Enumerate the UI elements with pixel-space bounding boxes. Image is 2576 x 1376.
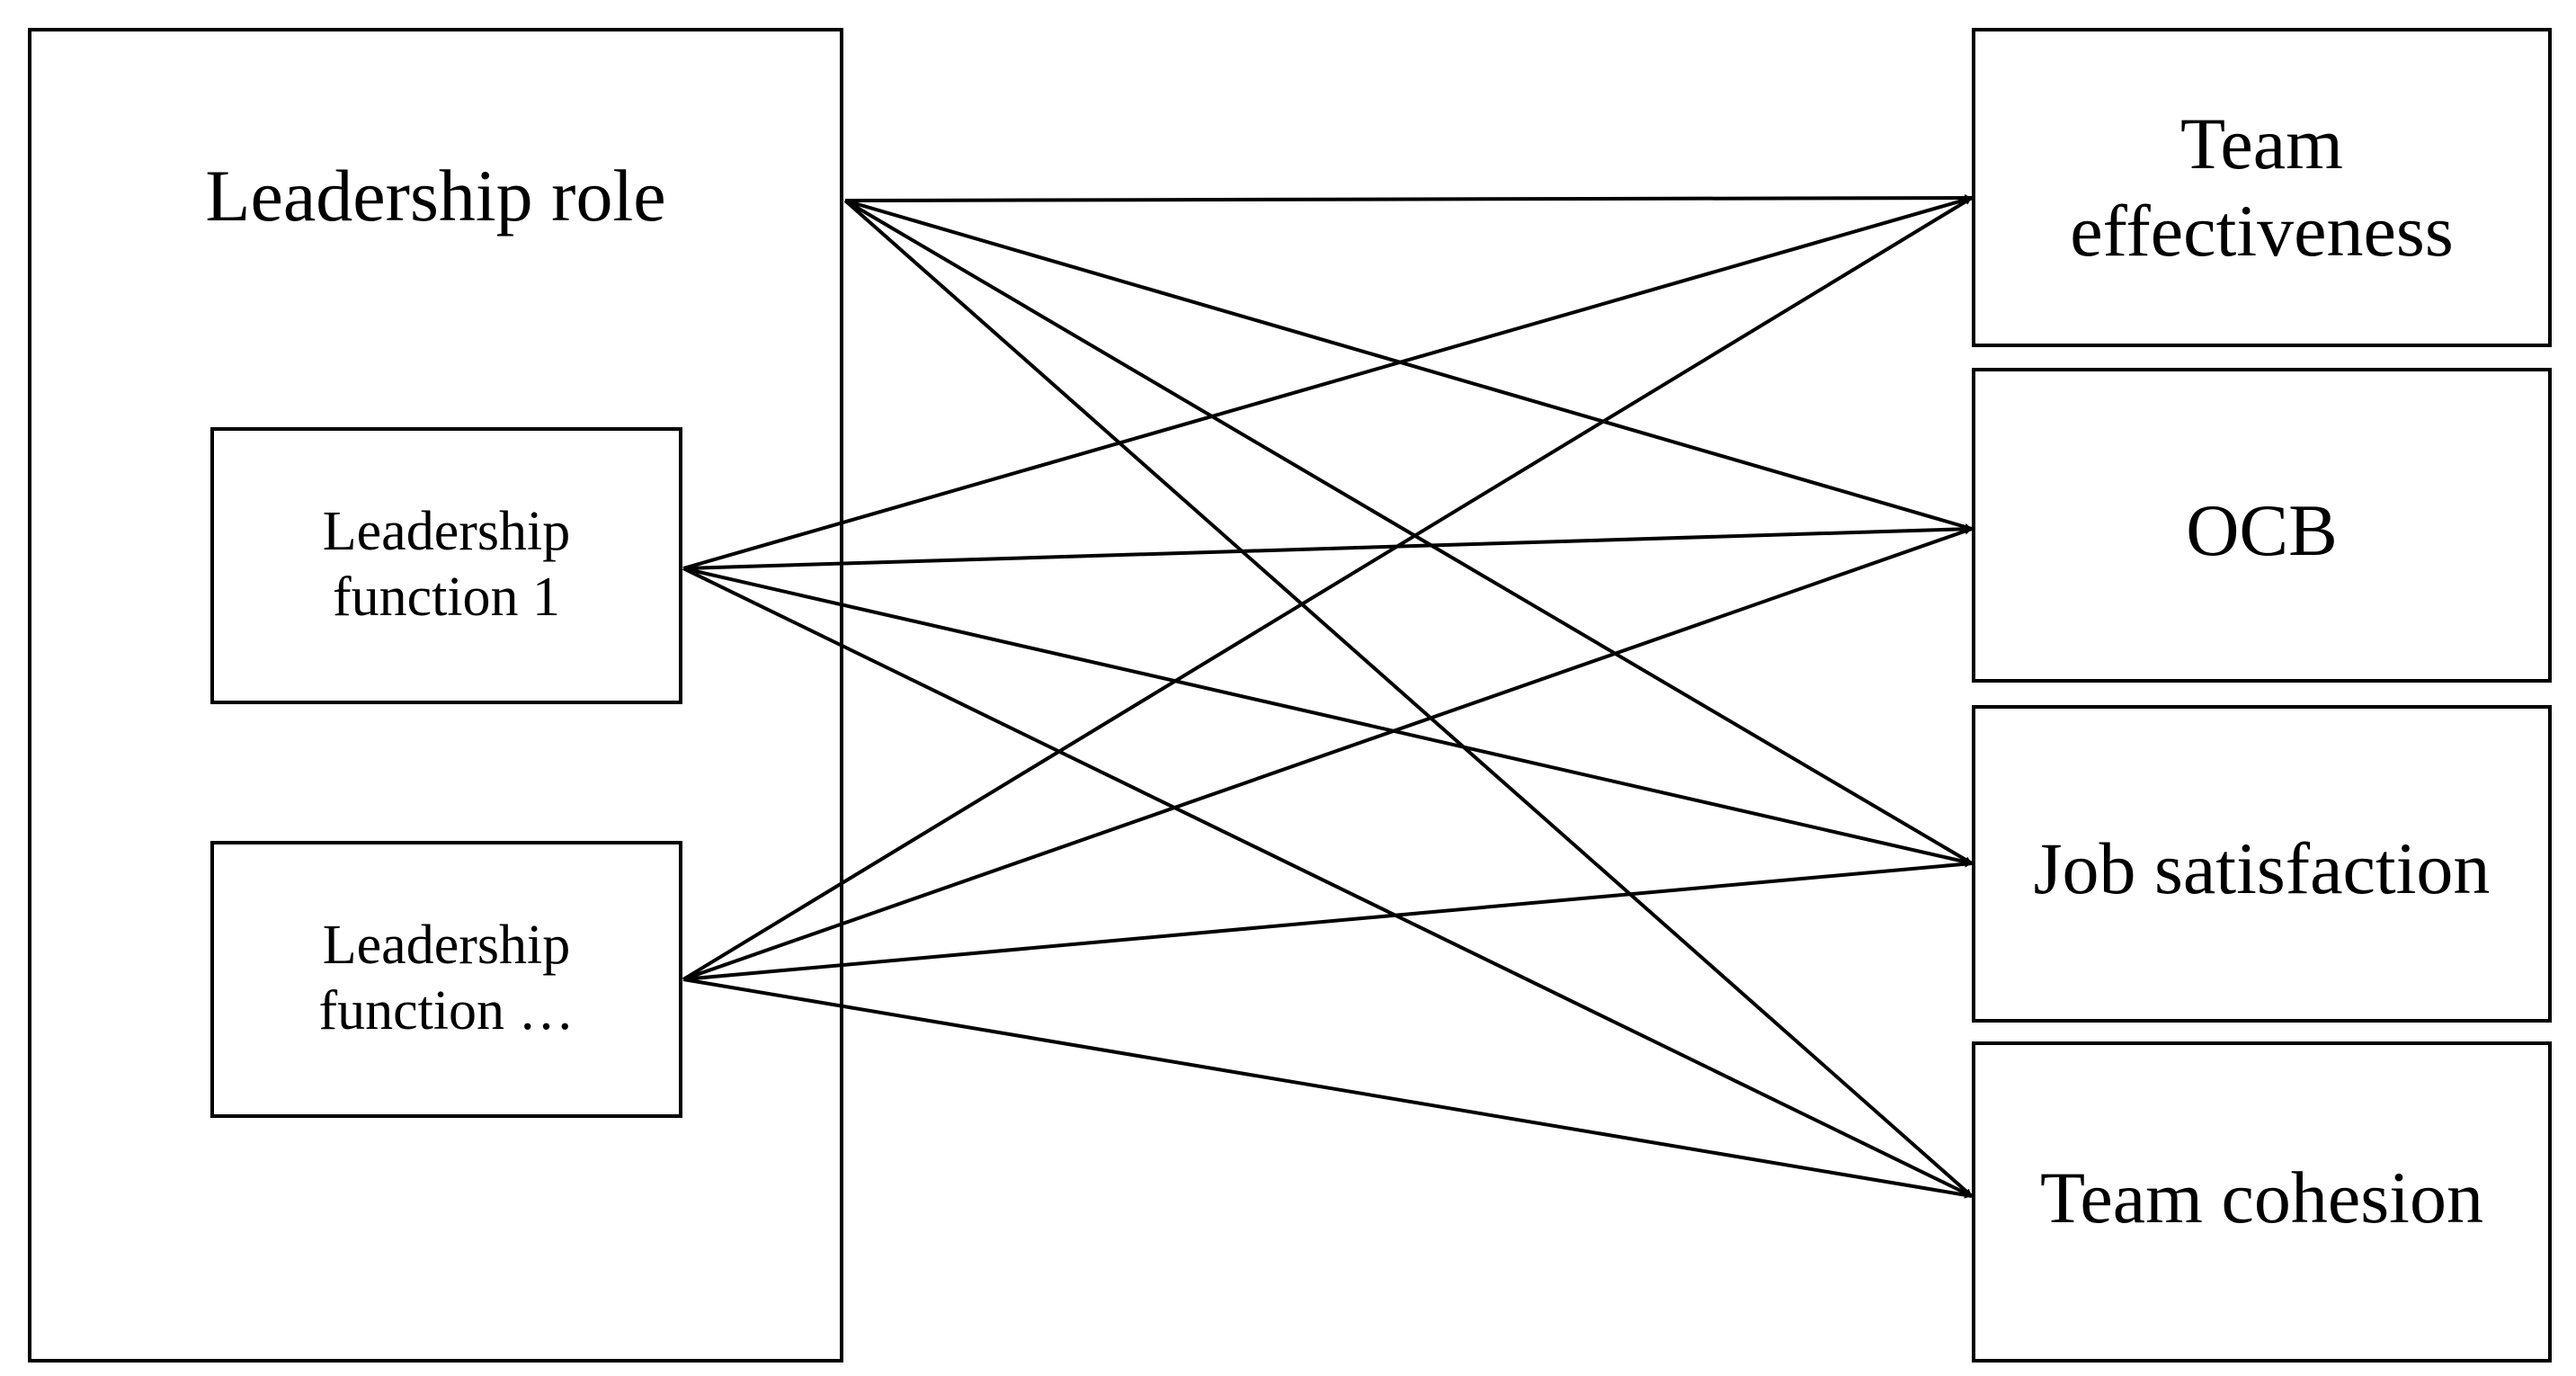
arrow-leadership-role-to-ocb	[844, 199, 1973, 531]
leadership-function-1-label: Leadership function 1	[210, 499, 682, 630]
outcome-team-cohesion-label-line: Team cohesion	[2040, 1157, 2483, 1238]
outcome-job-satisfaction-box	[1972, 705, 2552, 1023]
outcome-team-effectiveness-label-line: Team	[2180, 103, 2343, 184]
outcome-job-satisfaction-label-line: Job satisfaction	[2033, 827, 2491, 909]
outcome-team-cohesion-label: Team cohesion	[1972, 1155, 2552, 1242]
arrow-group	[682, 194, 1974, 1199]
leadership-function-1-label-line: Leadership	[322, 501, 571, 562]
leadership-function-n-box	[210, 841, 682, 1118]
outcome-team-effectiveness-label-line: effectiveness	[2070, 189, 2454, 272]
arrow-leadership-function-n-to-team-cohesion	[682, 978, 1973, 1199]
outcome-ocb-box	[1972, 368, 2552, 683]
arrow-leadership-function-1-to-job-satisfaction	[682, 567, 1973, 866]
arrow-leadership-role-to-team-effectiveness	[844, 194, 1973, 202]
arrow-leadership-function-n-to-ocb	[682, 527, 1973, 981]
arrow-leadership-function-n-to-job-satisfaction	[682, 860, 1973, 981]
outcome-team-effectiveness-box	[1972, 28, 2552, 347]
outcome-team-effectiveness-label: Team effectiveness	[1972, 101, 2552, 275]
outcome-ocb-label: OCB	[1972, 487, 2552, 575]
arrow-leadership-function-n-to-team-effectiveness	[682, 196, 1974, 981]
arrow-leadership-function-1-to-team-effectiveness	[682, 196, 1973, 570]
outcome-ocb-label-line: OCB	[2186, 489, 2338, 571]
outcome-team-cohesion-box	[1972, 1041, 2552, 1363]
arrow-leadership-function-1-to-ocb	[682, 525, 1973, 570]
leadership-function-n-label-line: Leadership	[322, 915, 571, 976]
leadership-function-n-label: Leadership function …	[210, 913, 682, 1044]
leadership-function-n-label-line: function …	[318, 980, 575, 1042]
leadership-function-1-box	[210, 427, 682, 704]
arrow-leadership-role-to-job-satisfaction	[843, 199, 1974, 865]
leadership-role-box	[28, 28, 843, 1363]
arrow-leadership-function-1-to-team-cohesion	[682, 567, 1973, 1198]
outcome-job-satisfaction-label: Job satisfaction	[1972, 826, 2552, 913]
leadership-function-1-label-line: function 1	[332, 567, 561, 629]
arrow-leadership-role-to-team-cohesion	[843, 199, 1974, 1198]
leadership-role-label: Leadership role	[205, 155, 666, 237]
